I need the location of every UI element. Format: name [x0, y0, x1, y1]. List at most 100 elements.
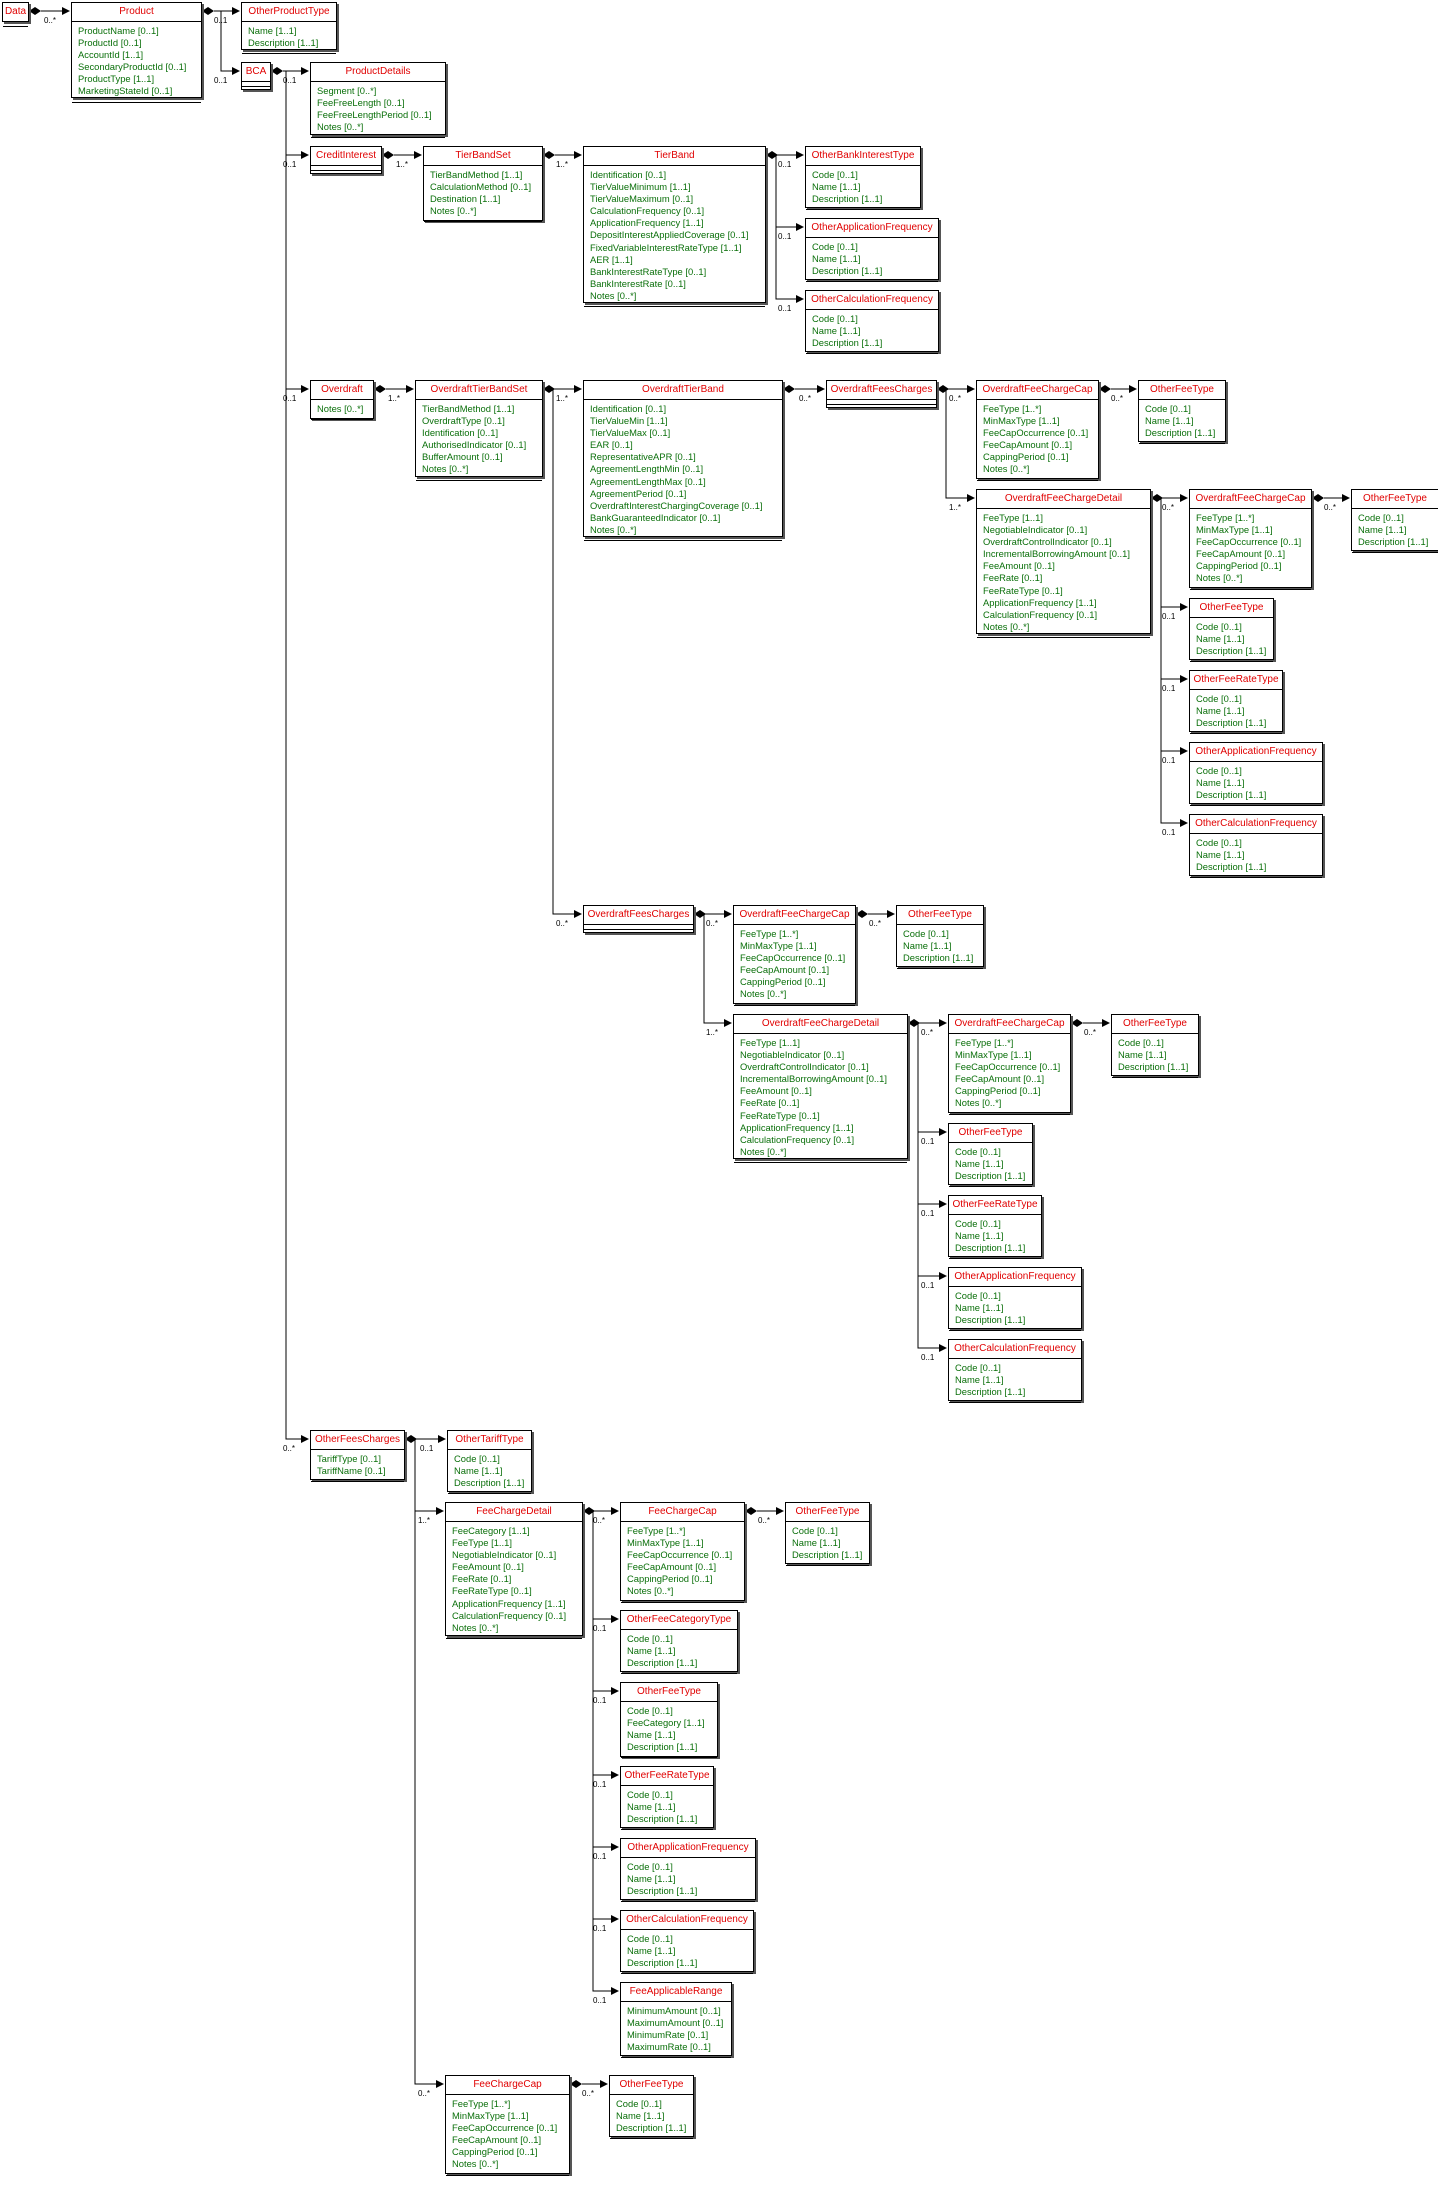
composition-diamond — [1071, 1019, 1083, 1027]
attribute: Notes [0..*] — [740, 1145, 787, 1157]
attribute: FeeCapOccurrence [0..1] — [452, 2122, 558, 2134]
attribute: Name [1..1] — [955, 1158, 1004, 1170]
class-name: OverdraftFeesCharges — [827, 381, 936, 400]
arrow-head — [1342, 494, 1350, 502]
attribute: Description [1..1] — [1196, 645, 1267, 657]
multiplicity-label: 0..1 — [778, 232, 792, 241]
attribute: FeeCapAmount [0..1] — [452, 2134, 542, 2146]
attribute: FeeType [1..*] — [955, 1037, 1014, 1048]
attribute: FeeCapAmount [0..1] — [955, 1073, 1045, 1085]
operation-compartment — [242, 87, 270, 91]
association-line — [1160, 497, 1181, 752]
attribute-compartment: FeeCategory [1..1]FeeType [1..1]Negotiab… — [446, 1522, 582, 1639]
attribute: ProductId [0..1] — [78, 37, 142, 49]
class-name: OverdraftFeeChargeDetail — [977, 490, 1150, 509]
attribute: FeeCapOccurrence [0..1] — [627, 1549, 733, 1561]
class-name: OtherFeeType — [1112, 1015, 1198, 1034]
class-name: OtherApplicationFrequency — [949, 1268, 1081, 1287]
attribute: Description [1..1] — [1196, 789, 1267, 801]
class-name: OtherFeeType — [621, 1683, 717, 1702]
operation-compartment — [1190, 734, 1282, 738]
class-odtb-fees-charges[interactable]: OverdraftFeesCharges — [826, 380, 937, 408]
arrow-head — [301, 385, 309, 393]
arrow-head — [939, 1272, 947, 1280]
class-credit-interest[interactable]: CreditInterest — [310, 146, 382, 174]
operation-compartment — [897, 969, 983, 973]
attribute-compartment: Code [0..1]Name [1..1]Description [1..1] — [949, 1287, 1081, 1332]
attribute: Name [1..1] — [1196, 849, 1245, 861]
attribute: Notes [0..*] — [955, 1097, 1002, 1109]
attribute: Description [1..1] — [627, 1813, 698, 1825]
class-od-fees-charges[interactable]: OverdraftFeesCharges — [583, 905, 694, 933]
attribute: Code [0..1] — [1196, 765, 1242, 776]
multiplicity-label: 0..1 — [420, 1444, 434, 1453]
composition-diamond — [543, 385, 555, 393]
multiplicity-label: 0..* — [593, 1516, 605, 1525]
attribute: Description [1..1] — [903, 952, 974, 964]
class-name: TierBandSet — [424, 147, 542, 166]
attribute: CalculationFrequency [0..1] — [983, 608, 1098, 620]
operation-compartment — [424, 222, 542, 226]
attribute: ApplicationFrequency [1..1] — [740, 1121, 854, 1133]
attribute: Description [1..1] — [1196, 717, 1267, 729]
attribute: OverdraftControlIndicator [0..1] — [740, 1061, 869, 1073]
class-bca[interactable]: BCA — [241, 62, 271, 90]
attribute-compartment: Code [0..1]FeeCategory [1..1]Name [1..1]… — [621, 1702, 717, 1759]
association-line — [592, 1510, 612, 1620]
attribute: Name [1..1] — [812, 181, 861, 193]
class-data[interactable]: Data — [2, 2, 29, 27]
operation-compartment — [1190, 662, 1273, 666]
attribute: Name [1..1] — [812, 325, 861, 337]
attribute-compartment: Code [0..1]Name [1..1]Description [1..1] — [806, 166, 920, 211]
arrow-head — [796, 295, 804, 303]
operation-compartment — [949, 1403, 1081, 1407]
arrow-head — [1129, 385, 1137, 393]
class-name: OtherFeeType — [1352, 490, 1438, 509]
attribute: Notes [0..*] — [983, 620, 1030, 632]
class-name: OtherTariffType — [448, 1431, 531, 1450]
attribute: RepresentativeAPR [0..1] — [590, 451, 696, 463]
